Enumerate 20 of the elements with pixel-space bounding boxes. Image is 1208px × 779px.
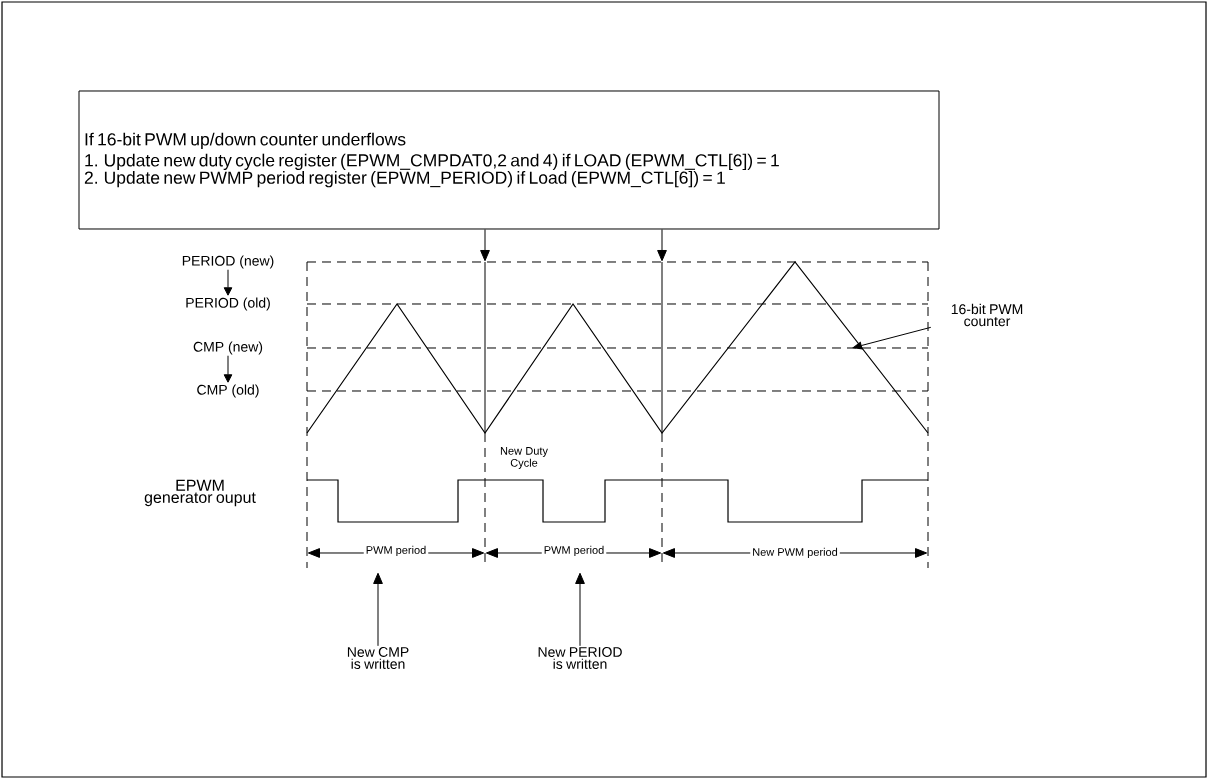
annotation-text: New CMP is written — [347, 647, 409, 669]
output-label: EPWM generator ouput — [144, 479, 256, 507]
arrow — [575, 572, 585, 647]
arrow — [852, 326, 932, 350]
arrow — [223, 269, 233, 296]
note-box: If 16-bit PWM up/down counter underflows 1. Update new duty cycle register (EPWM_CMPDAT0,2 and 4) if LOAD (EPWM_CTL[6]) = 1 2. Update new PWMP period register (EPWM_PERIOD) if Load (EPWM_CTL[6]) = 1 — [78, 90, 940, 230]
arrow — [657, 229, 667, 262]
signal-label: PERIOD (new) — [182, 255, 274, 269]
annotation-text: 16-bit PWM counter — [951, 303, 1023, 327]
signal-label: PERIOD (old) — [186, 297, 270, 311]
arrow — [480, 229, 490, 262]
arrow — [373, 572, 383, 647]
signal-label: CMP (old) — [197, 384, 259, 398]
signal-label: CMP (new) — [193, 341, 263, 355]
annotation-text: New PERIOD is written — [538, 647, 622, 669]
arrow — [223, 355, 233, 383]
dimension-label: New PWM period — [750, 545, 840, 561]
annotation-text: New Duty Cycle — [500, 447, 548, 469]
dimension-label: PWM period — [541, 543, 607, 559]
dimension-label: PWM period — [363, 543, 429, 559]
